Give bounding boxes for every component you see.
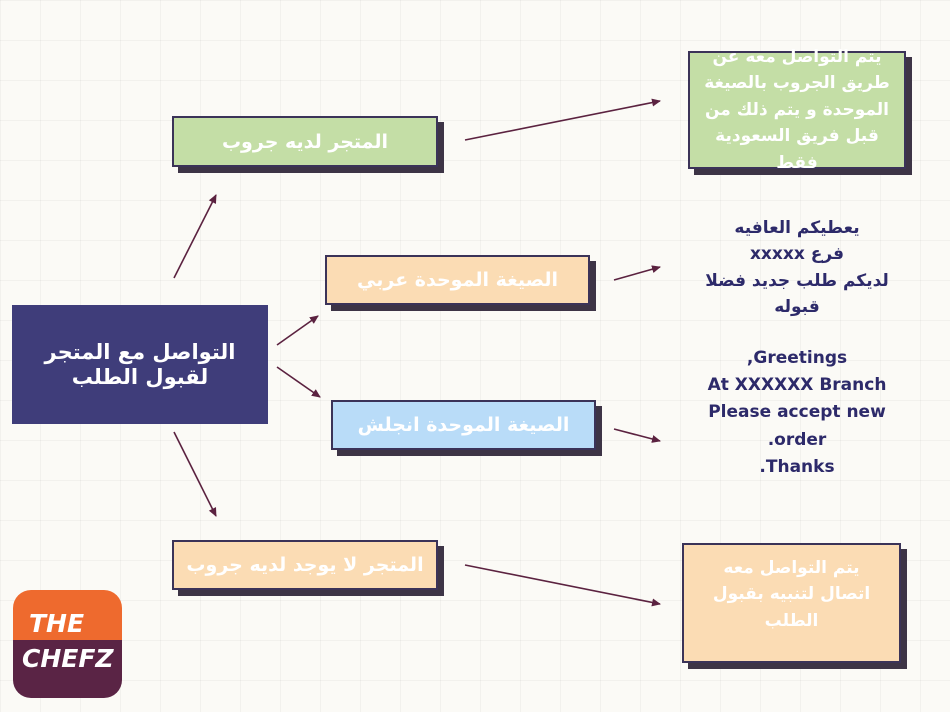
has-group-label: المتجر لديه جروب [221, 130, 389, 153]
english-message-line-4: Thanks. [759, 456, 835, 477]
arrow-has-group-to-result [464, 98, 661, 141]
arrow-no-group-to-result [464, 564, 661, 607]
english-message-line-1: Greetings, [746, 348, 848, 368]
center-node: التواصل مع المتجر لقبول الطلب [12, 305, 268, 424]
call-result-text: يتم التواصل معه اتصال لتنبيه بقبول الطلب [712, 558, 871, 631]
arabic-message-line-2: فرع xxxxx [749, 244, 845, 265]
arabic-message: يعطيكم العافيه فرع xxxxx لديكم طلب جديد … [688, 215, 906, 320]
arrow-center-to-has-group [173, 194, 217, 279]
the-chefz-logo: THE CHEFZ [13, 590, 122, 698]
center-node-label: التواصل مع المتجر لقبول الطلب [44, 340, 236, 389]
arabic-template-node: الصيغة الموحدة عربي [325, 255, 590, 305]
has-group-node: المتجر لديه جروب [172, 116, 438, 167]
english-template-label: الصيغة الموحدة انجلش [357, 414, 570, 436]
arrow-arabic-to-message [613, 265, 661, 281]
group-result-box: يتم التواصل معه عن طريق الجروب بالصيغة ا… [688, 47, 906, 173]
group-result-text: يتم التواصل معه عن طريق الجروب بالصيغة ا… [704, 47, 890, 173]
english-message-line-3: Please accept new order. [708, 402, 886, 450]
arrow-center-to-arabic [276, 315, 319, 346]
logo-bottom-band: CHEFZ [13, 640, 122, 698]
call-result-box: يتم التواصل معه اتصال لتنبيه بقبول الطلب [682, 543, 901, 663]
english-message: Greetings, At XXXXXX Branch Please accep… [688, 345, 906, 481]
english-message-line-2: At XXXXXX Branch [707, 375, 887, 396]
arrow-center-to-english [276, 366, 321, 398]
logo-top-band: THE [13, 590, 122, 640]
no-group-node: المتجر لا يوجد لديه جروب [172, 540, 438, 590]
no-group-label: المتجر لا يوجد لديه جروب [186, 554, 424, 576]
arabic-message-line-3: لديكم طلب جديد فضلا قبوله [705, 270, 889, 318]
arabic-template-label: الصيغة الموحدة عربي [357, 269, 558, 291]
english-template-node: الصيغة الموحدة انجلش [331, 400, 596, 450]
arrow-english-to-message [613, 428, 661, 443]
arabic-message-line-1: يعطيكم العافيه [734, 218, 860, 238]
arrow-center-to-no-group [173, 431, 217, 517]
